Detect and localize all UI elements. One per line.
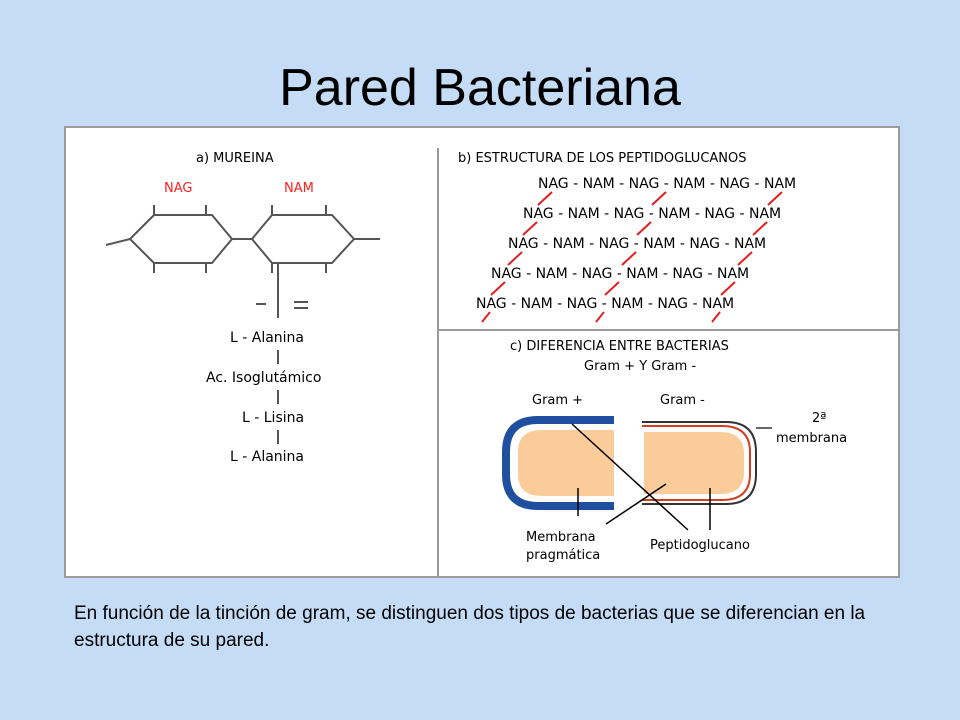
chain-l-lisina: L - Lisina — [242, 410, 304, 426]
cross-link — [481, 311, 491, 323]
nam-label: NAM — [284, 181, 314, 196]
pointer-lines — [571, 423, 711, 531]
mureina-rings — [105, 205, 380, 318]
gram-negative-outer-membrane — [642, 421, 757, 505]
cross-link — [537, 191, 553, 206]
peptidoglycan-row: NAG - NAM - NAG - NAM - NAG - NAM — [491, 266, 749, 282]
slide-caption: En función de la tinción de gram, se dis… — [74, 603, 866, 651]
gram-positive-cytoplasm — [518, 430, 614, 496]
peptidoglycan-row: NAG - NAM - NAG - NAM - NAG - NAM — [538, 176, 796, 192]
second-membrane-label-2: membrana — [776, 431, 847, 446]
cross-link — [651, 191, 667, 206]
cross-link — [720, 281, 736, 296]
cross-link — [767, 191, 783, 206]
gram-negative-cytoplasm — [644, 432, 744, 494]
cross-link — [752, 221, 768, 236]
second-membrane-label-1: 2ª — [812, 411, 826, 426]
bacterial-wall-figure: a) MUREINA NAG NAM L - Alanina Ac. Isogl… — [64, 126, 900, 578]
panel-b-heading: b) ESTRUCTURA DE LOS PEPTIDOGLUCANOS — [458, 151, 747, 166]
cross-link — [595, 311, 605, 323]
membrane-label-1: Membrana — [526, 530, 596, 545]
chain-ac-isoglutamico: Ac. Isoglutámico — [206, 370, 321, 386]
cross-link — [490, 281, 506, 296]
cross-link — [636, 221, 652, 236]
cross-link — [711, 311, 721, 323]
cross-link — [621, 251, 637, 266]
cross-links — [481, 191, 783, 323]
nag-ring — [128, 214, 234, 264]
nag-label: NAG — [164, 181, 192, 196]
peptidoglycan-row: NAG - NAM - NAG - NAM - NAG - NAM — [508, 236, 766, 252]
cross-link — [604, 281, 620, 296]
membrane-label-2: pragmática — [526, 548, 600, 563]
panel-a-heading: a) MUREINA — [196, 151, 274, 166]
gram-positive-label: Gram + — [532, 393, 583, 408]
cross-link — [507, 251, 523, 266]
chain-l-alanina-1: L - Alanina — [230, 330, 304, 346]
gram-negative-label: Gram - — [660, 393, 705, 408]
peptidoglycan-row: NAG - NAM - NAG - NAM - NAG - NAM — [476, 296, 734, 312]
peptidoglucano-label: Peptidoglucano — [650, 538, 750, 553]
cross-link — [737, 251, 753, 266]
peptidoglycan-row: NAG - NAM - NAG - NAM - NAG - NAM — [523, 206, 781, 222]
panel-c-heading-2: Gram + Y Gram - — [584, 359, 696, 374]
slide-title: Pared Bacteriana — [279, 59, 681, 117]
gram-negative-peptidoglycan — [642, 425, 751, 501]
chain-l-alanina-2: L - Alanina — [230, 449, 304, 465]
figure-diagram: a) MUREINA NAG NAM L - Alanina Ac. Isogl… — [105, 148, 900, 578]
cross-link — [522, 221, 538, 236]
nam-ring — [250, 214, 356, 264]
gram-positive-wall — [502, 416, 614, 510]
panel-c-heading-1: c) DIFERENCIA ENTRE BACTERIAS — [510, 339, 729, 354]
